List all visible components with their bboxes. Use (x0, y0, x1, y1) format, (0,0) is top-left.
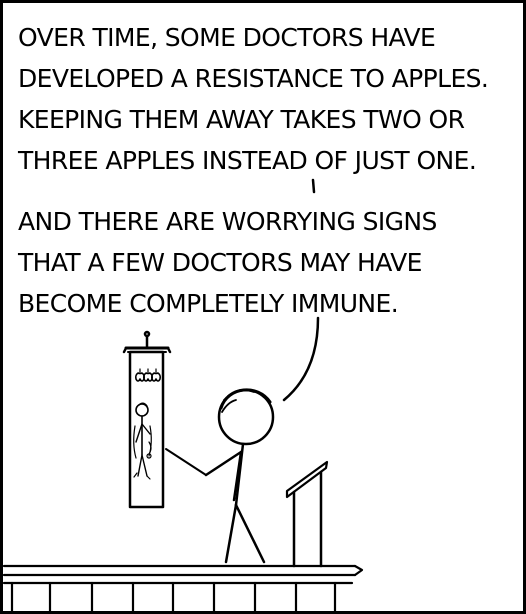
caption-line: DEVELOPED A RESISTANCE TO APPLES. (18, 64, 489, 93)
leg-right (234, 503, 266, 564)
leg-left (224, 503, 238, 564)
speech-tail-small (311, 178, 316, 194)
arm-pointing (204, 450, 243, 477)
caption-line: THAT A FEW DOCTORS MAY HAVE (18, 248, 422, 277)
pointer-stick (165, 448, 207, 476)
arm-left (232, 450, 243, 502)
caption-line: THREE APPLES INSTEAD OF JUST ONE. (18, 146, 477, 175)
stick-figure (165, 388, 275, 564)
speech-tail (282, 316, 320, 402)
balcony-railing (2, 564, 364, 614)
caption-bottom: AND THERE ARE WORRYING SIGNS THAT A FEW … (18, 201, 518, 324)
caption-line: BECOME COMPLETELY IMMUNE. (18, 289, 399, 318)
anatomy-chart-icon (122, 330, 172, 509)
caption-line: OVER TIME, SOME DOCTORS HAVE (18, 23, 436, 52)
caption-top: OVER TIME, SOME DOCTORS HAVE DEVELOPED A… (18, 17, 518, 181)
caption-line: AND THERE ARE WORRYING SIGNS (18, 207, 437, 236)
caption-line: KEEPING THEM AWAY TAKES TWO OR (18, 105, 465, 134)
lectern (285, 460, 329, 568)
